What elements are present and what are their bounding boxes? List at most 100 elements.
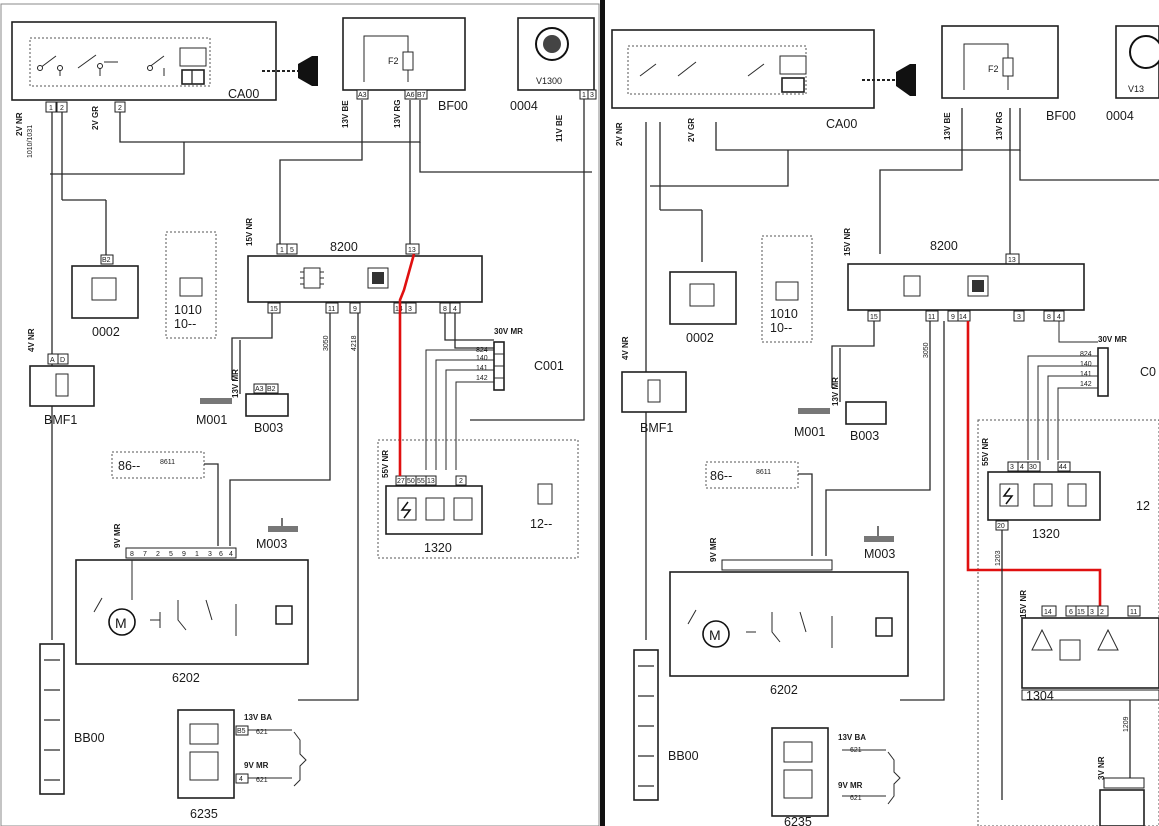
switch-6235-right: 6235 13V BA 621 9V MR 621 — [771, 727, 901, 826]
wire-2v-gr: 2V GR — [91, 106, 100, 130]
pin-8200-8-right: 8 — [1047, 314, 1051, 321]
label-12-right: 12 — [1136, 499, 1150, 513]
panel-divider — [600, 0, 605, 826]
pin-1320-30-right: 30 — [1029, 464, 1037, 471]
pin-8200-1: 1 — [280, 247, 284, 254]
wire-13v-rg-right: 13V RG — [995, 112, 1004, 140]
left-diagram-panel: CA00 1 2 2 F2 A3 A6 B7 BF00 V1300 1 — [0, 3, 600, 826]
label-1320-right: 1320 — [1032, 527, 1060, 541]
pin-6202-2: 2 — [156, 551, 160, 558]
pin-8200-4: 4 — [453, 306, 457, 313]
v1300-unit: V1300 1 3 0004 — [510, 17, 597, 113]
wire-2v-gr-right: 2V GR — [687, 118, 696, 142]
bsi-8200-right: 8200 15V NR 13 15 11 9 14 3 8 4 — [843, 228, 1085, 322]
pin-bf00-a6: A6 — [406, 92, 415, 99]
pin-6202-9: 9 — [182, 551, 186, 558]
wire-2v-nr: 2V NR — [15, 112, 24, 136]
wire-621-a: 621 — [256, 729, 268, 736]
label-m003: M003 — [256, 537, 287, 551]
label-c001: C001 — [534, 359, 564, 373]
wire-8611-right: 8611 — [756, 469, 771, 476]
label-b003: B003 — [254, 421, 283, 435]
wire-3050-right: 3050 — [923, 342, 930, 358]
wire-9v-mr-b: 9V MR — [244, 761, 269, 770]
label-86-right: 86-- — [710, 469, 732, 483]
wire-13v-be: 13V BE — [341, 100, 350, 128]
component-86-right — [705, 461, 799, 489]
label-ca00: CA00 — [228, 87, 259, 101]
label-6235: 6235 — [190, 807, 218, 821]
wire-1209-right: 1209 — [1123, 716, 1130, 732]
bmf1-fuse: 4V NR A D BMF1 — [27, 328, 95, 427]
pin-bmf1-a: A — [50, 357, 55, 364]
pin-v1300-1: 1 — [582, 92, 586, 99]
highlighted-wire-left — [398, 253, 416, 476]
relay-1304: 15V NR 14 6 15 3 2 11 1304 1209 3V NR — [1019, 590, 1159, 826]
wire-15v-nr: 15V NR — [245, 218, 254, 246]
wire-9v-mr: 9V MR — [113, 523, 122, 548]
pin-b003-b2: B2 — [267, 386, 276, 393]
window-motor-6202: 9V MR 8 7 2 5 9 1 3 6 4 M 6202 — [75, 523, 309, 685]
label-bf00: BF00 — [438, 99, 468, 113]
pin-6202-4: 4 — [229, 551, 233, 558]
label-86: 86-- — [118, 459, 140, 473]
wire-9v-mr-right: 9V MR — [709, 537, 718, 562]
component-86 — [111, 451, 205, 479]
pin-1320-55: 55 — [417, 478, 425, 485]
highlighted-wire-right — [966, 321, 1102, 608]
label-6202-right: 6202 — [770, 683, 798, 697]
pin-1320-50: 50 — [407, 478, 415, 485]
label-1010-right: 1010 — [770, 307, 798, 321]
wire-4v-nr: 4V NR — [27, 328, 36, 352]
label-bmf1-right: BMF1 — [640, 421, 673, 435]
pin-8200-14-right: 14 — [959, 314, 967, 321]
label-c001-right: C0 — [1140, 365, 1156, 379]
pin-8200-13: 13 — [408, 247, 416, 254]
wire-141: 141 — [476, 365, 488, 372]
pin-8200-4-right: 4 — [1057, 314, 1061, 321]
pin-8200-15-right: 15 — [870, 314, 878, 321]
wire-3050: 3050 — [323, 335, 330, 351]
pin-1304-15: 15 — [1077, 609, 1085, 616]
pin-6202-3: 3 — [208, 551, 212, 558]
bsi-8200: 8200 15V NR 1 5 13 15 11 9 14 3 8 4 — [245, 218, 483, 314]
pin-6202-7: 7 — [143, 551, 147, 558]
label-v1300: V1300 — [536, 76, 562, 86]
label-ca00-right: CA00 — [826, 117, 857, 131]
pin-1320-44-right: 44 — [1059, 464, 1067, 471]
motor-m-symbol: M — [115, 615, 127, 631]
pin-ca00-2b: 2 — [118, 105, 122, 112]
wire-141-right: 141 — [1080, 371, 1092, 378]
label-8200: 8200 — [330, 240, 358, 254]
pin-8200-15: 15 — [270, 306, 278, 313]
motor-m-symbol-right: M — [709, 627, 721, 643]
pin-8200-9: 9 — [353, 306, 357, 313]
pin-v1300-3: 3 — [590, 92, 594, 99]
wire-13v-ba: 13V BA — [244, 713, 272, 722]
pin-6235-4: 4 — [239, 776, 243, 783]
label-bb00: BB00 — [74, 731, 105, 745]
pin-6235-b5: B5 — [237, 728, 246, 735]
pin-ca00-1: 1 — [49, 105, 53, 112]
label-6235-right: 6235 — [784, 815, 812, 826]
c001-connector: 30V MR C001 824 140 141 142 — [425, 313, 564, 470]
wire-4218: 4218 — [351, 335, 358, 351]
pin-1320-3-right: 3 — [1010, 464, 1014, 471]
label-bf00-right: BF00 — [1046, 109, 1076, 123]
wire-30v-mr: 30V MR — [494, 327, 523, 336]
label-0002: 0002 — [92, 325, 120, 339]
label-10-dash-right: 10-- — [770, 321, 792, 335]
wire-11v-be: 11V BE — [555, 114, 564, 142]
pin-1320-13: 13 — [427, 478, 435, 485]
wire-1203-right: 1203 — [995, 550, 1002, 566]
v1300-unit-right: V13 0004 — [1106, 25, 1159, 123]
pin-8200-13-right: 13 — [1008, 257, 1016, 264]
label-m001: M001 — [196, 413, 227, 427]
switch-6235: 6235 13V BA B5 621 9V MR 4 621 — [177, 709, 307, 821]
battery-bb00: BB00 — [39, 643, 105, 795]
wire-140: 140 — [476, 355, 488, 362]
wire-824: 824 — [476, 347, 488, 354]
ecu-1320-right: 55V NR 3 4 30 44 20 1320 12 — [977, 419, 1159, 826]
wire-621-b: 621 — [256, 777, 268, 784]
b003-box — [245, 393, 289, 417]
